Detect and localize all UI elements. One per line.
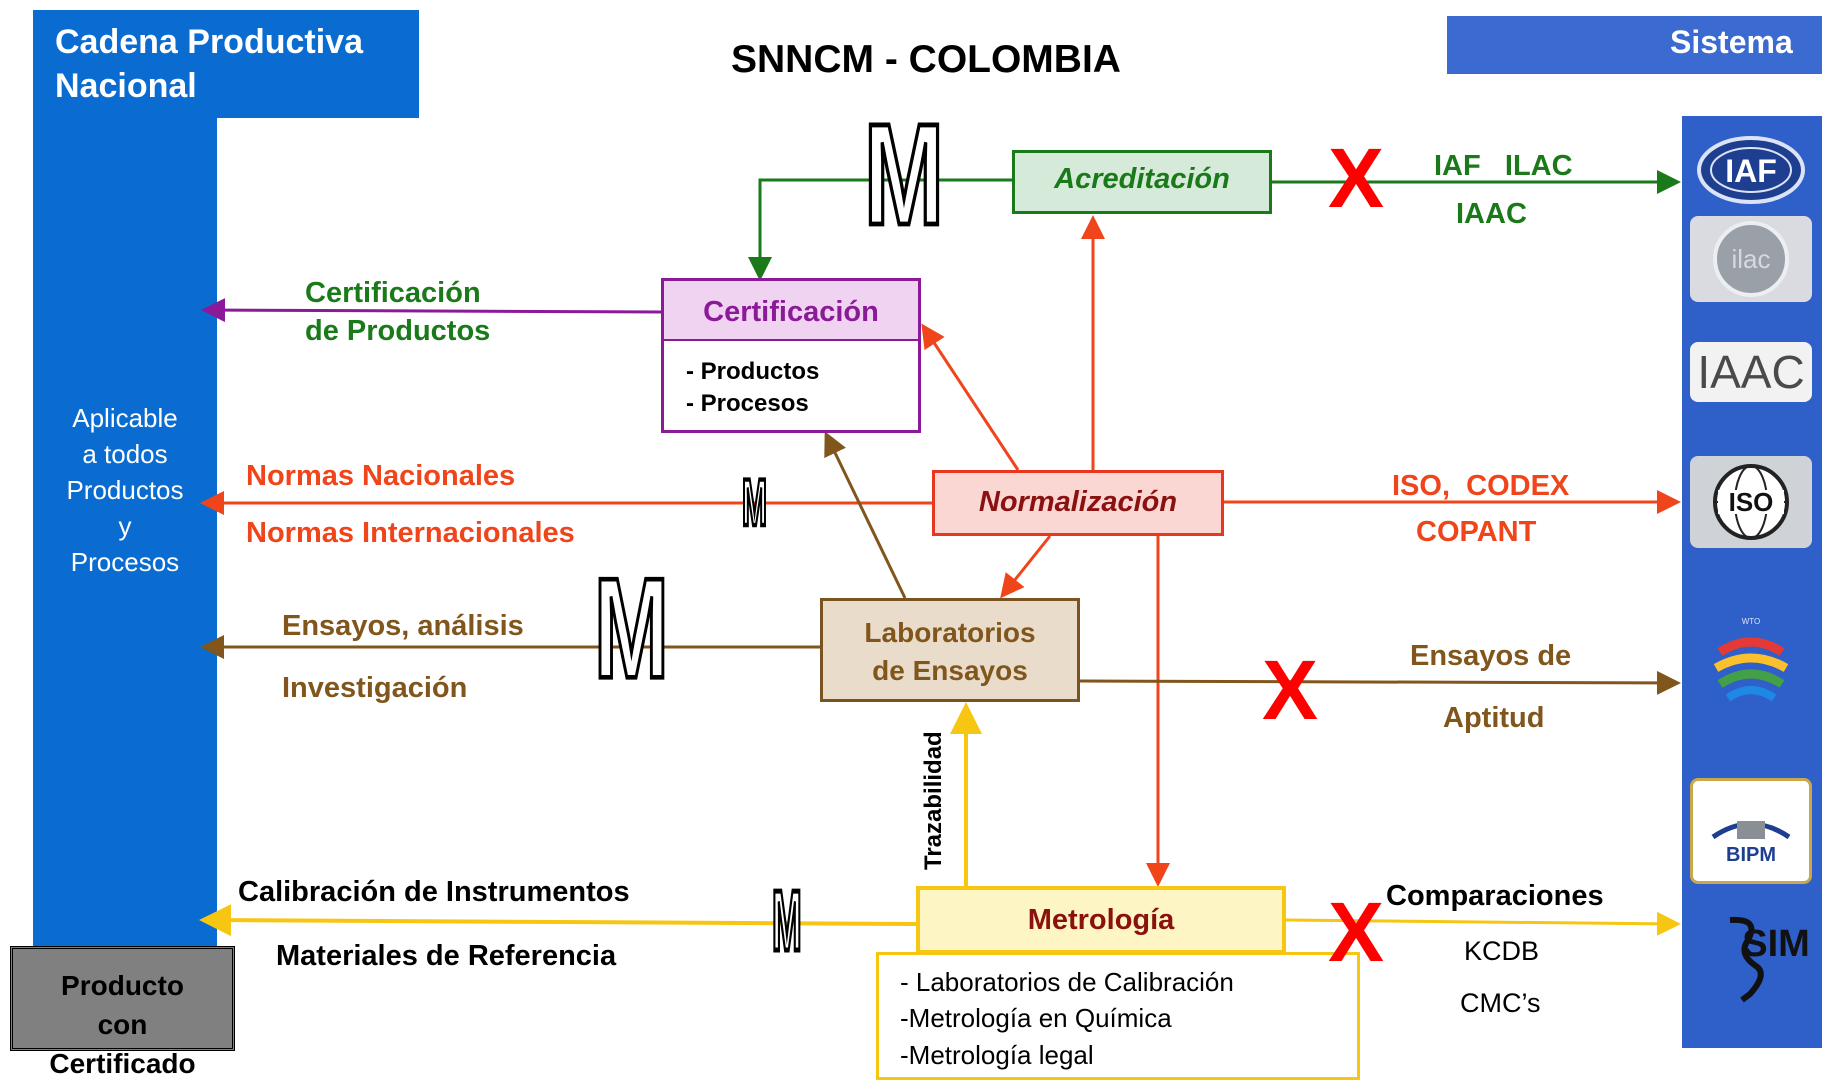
product-certificate-box — [10, 946, 235, 1051]
ilac-logo: ilac — [1690, 216, 1812, 302]
cert-productos-label: Certificación de Productos — [305, 277, 491, 347]
m-symbol-metrologia: M — [771, 875, 803, 970]
norm-to-cert-arrow — [921, 323, 1020, 471]
copant-label: COPANT — [1416, 516, 1537, 548]
normas-internacionales-label: Normas Internacionales — [246, 517, 575, 549]
x-mark-laboratorios: X — [1262, 643, 1319, 737]
cmcs-label: CMC’s — [1460, 988, 1541, 1018]
certificacion-node — [661, 278, 921, 342]
left-panel-header — [33, 10, 419, 118]
svg-text:IAF: IAF — [1725, 153, 1777, 189]
wto-logo: WTO — [1690, 608, 1812, 724]
laboratorios-label: Laboratorios de Ensayos — [864, 617, 1036, 686]
svg-text:IAAC: IAAC — [1697, 346, 1804, 398]
iso-codex-label: ISO, CODEX — [1392, 470, 1570, 502]
comparaciones-label: Comparaciones — [1386, 880, 1604, 912]
certificacion-label: Certificación — [703, 296, 879, 328]
iaf-logo: IAF — [1690, 130, 1812, 210]
ensayos-analisis-label: Ensayos, análisis — [282, 610, 524, 642]
right-panel-title: Sistema — [1670, 24, 1793, 60]
kcdb-label: KCDB — [1464, 936, 1540, 966]
m-symbol-acreditacion: M — [862, 94, 945, 256]
cert-to-chain-arrow — [201, 298, 662, 323]
sim-logo: SIM — [1690, 910, 1812, 1006]
left-panel — [33, 10, 217, 950]
svg-text:ilac: ilac — [1731, 244, 1770, 274]
acreditacion-node — [1012, 150, 1272, 214]
bipm-logo: BIPM — [1690, 778, 1812, 884]
metrology-to-international-arrow — [1285, 911, 1681, 936]
m-symbol-laboratorios: M — [593, 550, 671, 710]
lab-to-international-arrow — [1079, 670, 1681, 695]
laboratorios-node — [820, 598, 1080, 702]
certificacion-items — [661, 341, 921, 433]
iaac-logo: IAAC — [1690, 342, 1812, 402]
svg-text:WTO: WTO — [1742, 617, 1761, 626]
right-panel-header — [1447, 16, 1822, 74]
certificacion-item: - Procesos — [686, 390, 809, 417]
metrologia-item: -Metrología legal — [900, 1040, 1094, 1070]
trazabilidad-label: Trazabilidad — [920, 731, 947, 870]
applicable-text: Aplicable a todos Productos y Procesos — [66, 403, 184, 577]
metrologia-items — [876, 952, 1360, 1080]
normas-nacionales-label: Normas Nacionales — [246, 460, 516, 492]
investigacion-label: Investigación — [282, 672, 468, 704]
metrologia-item: - Laboratorios de Calibración — [900, 967, 1234, 997]
aptitud-label: Aptitud — [1443, 702, 1545, 734]
acreditacion-label: Acreditación — [1054, 163, 1230, 195]
left-panel-title: Cadena Productiva Nacional — [55, 23, 363, 105]
svg-text:BIPM: BIPM — [1726, 844, 1776, 866]
lab-to-cert-arrow — [824, 431, 907, 599]
ensayos-de-label: Ensayos de — [1410, 640, 1572, 672]
x-mark-metrologia: X — [1328, 885, 1385, 979]
acred-to-cert-arrow — [748, 178, 1012, 281]
metrologia-label: Metrología — [1027, 904, 1175, 936]
diagram-title: SNNCM - COLOMBIA — [731, 38, 1121, 81]
svg-text:SIM: SIM — [1742, 923, 1810, 965]
product-certificate-label: Producto con Certificado — [49, 970, 196, 1079]
normalizacion-node — [932, 470, 1224, 536]
svg-text:ISO: ISO — [1729, 487, 1774, 517]
iaac-label: IAAC — [1456, 198, 1527, 230]
normalizacion-label: Normalización — [978, 486, 1178, 518]
iso-logo: ISO — [1690, 456, 1812, 548]
iaf-ilac-label: IAF ILAC — [1434, 150, 1573, 182]
metrology-to-chain-arrow — [199, 904, 917, 937]
certificacion-item: - Productos — [686, 358, 820, 385]
norm-to-lab-arrow — [1000, 535, 1052, 599]
calibracion-label: Calibración de Instrumentos — [238, 876, 630, 908]
materiales-referencia-label: Materiales de Referencia — [276, 940, 617, 972]
metrologia-item: -Metrología en Química — [900, 1003, 1172, 1033]
m-symbol-normalizacion: M — [741, 467, 768, 541]
x-mark-acreditacion: X — [1328, 131, 1385, 225]
